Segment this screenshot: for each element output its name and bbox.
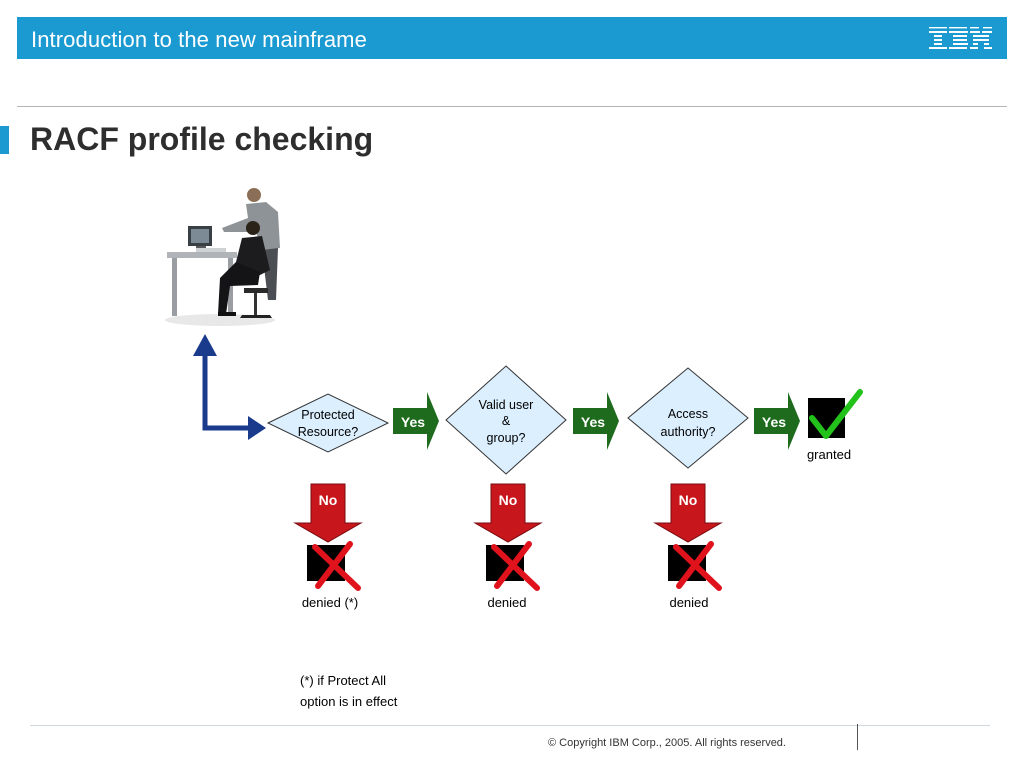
decision-protected-resource: Protected Resource?	[266, 393, 390, 453]
decision-3-line1: Access	[668, 407, 708, 421]
denied-label-2: denied	[487, 595, 526, 610]
no-label-2: No	[499, 492, 518, 508]
decision-access-authority: Access authority?	[627, 367, 749, 469]
decision-valid-user-group: Valid user & group?	[445, 365, 567, 475]
yes-arrow-2: Yes	[573, 392, 619, 450]
yes-label-3: Yes	[762, 414, 786, 430]
denied-x-icon-1	[307, 541, 361, 591]
office-workers-illustration	[165, 188, 280, 326]
granted-label: granted	[807, 447, 851, 462]
presentation-title: Introduction to the new mainframe	[31, 27, 367, 52]
yes-arrow-3: Yes	[754, 392, 800, 450]
no-label-3: No	[679, 492, 698, 508]
return-flow-arrow	[193, 334, 266, 440]
footnote: (*) if Protect All option is in effect	[300, 670, 397, 712]
granted-check-icon	[808, 389, 863, 439]
denied-label-3: denied	[669, 595, 708, 610]
yes-label-1: Yes	[401, 414, 425, 430]
yes-arrow-1: Yes	[393, 392, 439, 450]
decision-2-line2: &	[502, 414, 511, 428]
decision-3-line2: authority?	[661, 425, 716, 439]
header-banner: Introduction to the new mainframe	[17, 17, 1007, 59]
decision-1-line2: Resource?	[298, 425, 358, 439]
slide-title: RACF profile checking	[30, 121, 374, 157]
yes-label-2: Yes	[581, 414, 605, 430]
bottom-divider	[30, 725, 990, 726]
decision-2-line1: Valid user	[479, 398, 534, 412]
no-arrow-1: No	[293, 483, 363, 543]
footer-separator	[857, 724, 858, 750]
decision-2-line3: group?	[487, 431, 526, 445]
no-arrow-3: No	[653, 483, 723, 543]
no-arrow-2: No	[473, 483, 543, 543]
ibm-logo	[929, 27, 993, 49]
copyright-notice: © Copyright IBM Corp., 2005. All rights …	[548, 737, 786, 749]
no-label-1: No	[319, 492, 338, 508]
denied-x-icon-3	[668, 541, 722, 591]
top-divider	[17, 106, 1007, 107]
title-marker	[0, 126, 9, 154]
denied-x-icon-2	[486, 541, 540, 591]
footnote-line2: option is in effect	[300, 694, 398, 709]
decision-1-line1: Protected	[301, 408, 355, 422]
footnote-line1: (*) if Protect All	[300, 673, 386, 688]
denied-label-1: denied (*)	[302, 595, 358, 610]
